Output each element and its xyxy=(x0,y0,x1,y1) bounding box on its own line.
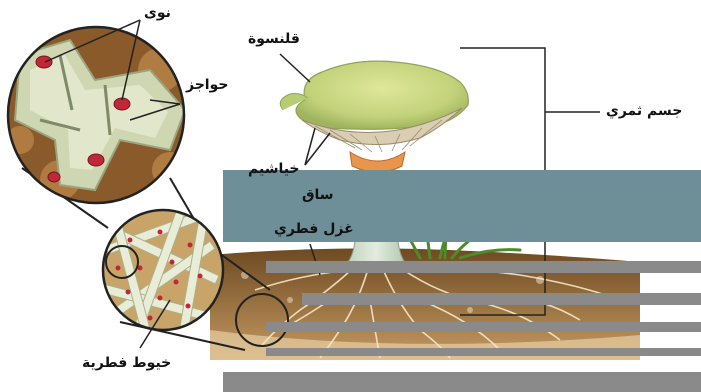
label-nuclei: نوى xyxy=(144,6,171,20)
mushroom-cap xyxy=(280,61,468,152)
label-cap: قلنسوة xyxy=(248,32,300,46)
label-fruiting-body: جسم ثمري xyxy=(606,104,682,118)
label-septa: حواجز xyxy=(186,78,228,92)
label-stalk: ساق xyxy=(302,188,334,202)
label-mycelium: غزل فطري xyxy=(274,222,354,236)
cells-magnified xyxy=(6,27,188,203)
label-gills: خياشيم xyxy=(248,162,300,176)
label-hyphae: خيوط فطرية xyxy=(82,356,171,370)
